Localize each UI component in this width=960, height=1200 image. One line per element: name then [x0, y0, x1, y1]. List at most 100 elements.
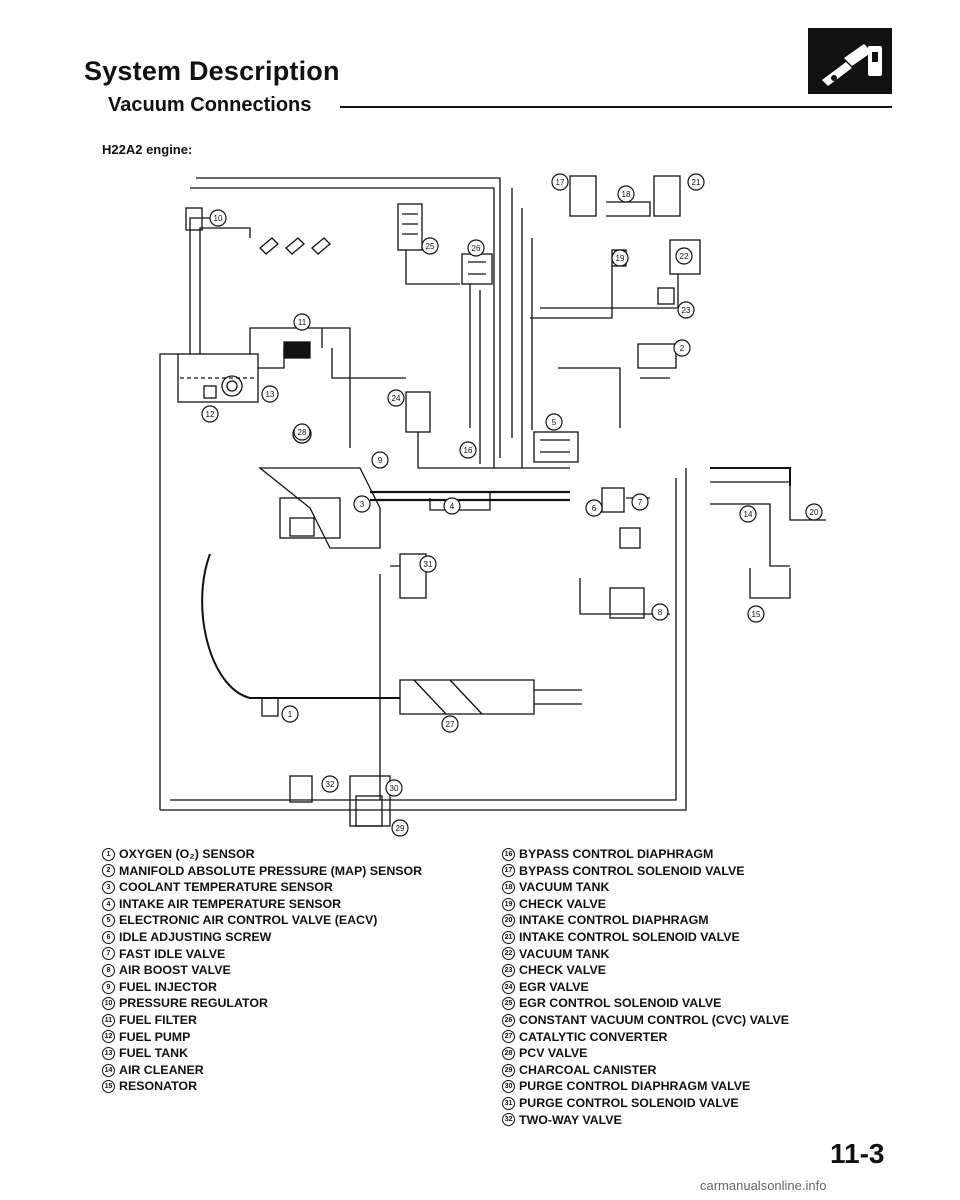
watermark: carmanualsonline.info [700, 1178, 827, 1193]
legend-label: FUEL PUMP [119, 1029, 191, 1044]
callout-7: 7 [631, 493, 649, 511]
legend-label: PURGE CONTROL SOLENOID VALVE [519, 1095, 739, 1110]
callout-10: 10 [209, 209, 227, 227]
legend-label: INTAKE CONTROL SOLENOID VALVE [519, 929, 740, 944]
legend-label: MANIFOLD ABSOLUTE PRESSURE (MAP) SENSOR [119, 863, 423, 878]
callout-4: 4 [443, 497, 461, 515]
legend-number: 22 [502, 947, 515, 961]
callout-number: 15 [752, 610, 761, 619]
legend-number: 32 [502, 1113, 515, 1127]
callout-28: 28 [293, 423, 311, 441]
legend-number: 17 [502, 864, 515, 878]
legend-number: 15 [102, 1080, 115, 1094]
legend-number: 19 [502, 897, 515, 911]
callout-number: 24 [392, 394, 401, 403]
callout-number: 27 [446, 720, 455, 729]
legend-label: VACUUM TANK [519, 880, 610, 895]
legend-item: 8 AIR BOOST VALVE [102, 962, 422, 979]
legend-number: 20 [502, 914, 515, 928]
callout-17: 17 [551, 173, 569, 191]
legend-number: 26 [502, 1013, 515, 1027]
legend-number: 11 [102, 1013, 115, 1027]
legend-label: EGR VALVE [519, 979, 589, 994]
legend-label: CHARCOAL CANISTER [519, 1062, 657, 1077]
legend-label: OXYGEN (O₂) SENSOR [119, 847, 255, 861]
callout-23: 23 [677, 301, 695, 319]
callout-6: 6 [585, 499, 603, 517]
callout-16: 16 [459, 441, 477, 459]
legend-number: 25 [502, 997, 515, 1011]
legend-number: 14 [102, 1063, 115, 1077]
legend-label: FUEL INJECTOR [119, 979, 217, 994]
legend-item: 19 CHECK VALVE [502, 896, 789, 913]
legend-number: 4 [102, 897, 115, 911]
legend-number: 13 [102, 1046, 115, 1060]
legend-item: 24 EGR VALVE [502, 979, 789, 996]
callout-number: 6 [592, 504, 597, 513]
callout-32: 32 [321, 775, 339, 793]
legend-number: 21 [502, 930, 515, 944]
fuel-tank [177, 353, 259, 403]
legend-number: 24 [502, 980, 515, 994]
legend-item: 21 INTAKE CONTROL SOLENOID VALVE [502, 929, 789, 946]
callout-9: 9 [371, 451, 389, 469]
callout-13: 13 [261, 385, 279, 403]
callout-number: 10 [214, 214, 223, 223]
callout-18: 18 [617, 185, 635, 203]
callout-number: 30 [390, 784, 399, 793]
callout-number: 17 [556, 178, 565, 187]
legend-number: 7 [102, 947, 115, 961]
legend-number: 23 [502, 963, 515, 977]
callout-26: 26 [467, 239, 485, 257]
fuel-injector-icon [259, 237, 331, 255]
callout-number: 16 [464, 446, 473, 455]
callout-number: 5 [552, 418, 557, 427]
callout-14: 14 [739, 505, 757, 523]
legend-number: 3 [102, 880, 115, 894]
callout-5: 5 [545, 413, 563, 431]
legend-item: 26 CONSTANT VACUUM CONTROL (CVC) VALVE [502, 1012, 789, 1029]
legend-label: PCV VALVE [519, 1046, 588, 1061]
legend-number: 5 [102, 914, 115, 928]
callout-20: 20 [805, 503, 823, 521]
callout-number: 14 [744, 510, 753, 519]
legend-item: 9 FUEL INJECTOR [102, 979, 422, 996]
legend-label: CATALYTIC CONVERTER [519, 1029, 668, 1044]
callout-number: 11 [298, 318, 307, 327]
callout-number: 29 [396, 824, 405, 833]
legend-label: TWO-WAY VALVE [519, 1112, 622, 1127]
callout-8: 8 [651, 603, 669, 621]
legend-label: COOLANT TEMPERATURE SENSOR [119, 880, 333, 895]
legend-item: 32 TWO-WAY VALVE [502, 1112, 789, 1129]
legend-label: CHECK VALVE [519, 896, 606, 911]
legend-number: 8 [102, 963, 115, 977]
callout-number: 7 [638, 498, 643, 507]
callout-11: 11 [293, 313, 311, 331]
section-subtitle: Vacuum Connections [108, 94, 312, 116]
callout-number: 25 [426, 242, 435, 251]
legend-label: AIR BOOST VALVE [119, 963, 231, 978]
legend-label: CONSTANT VACUUM CONTROL (CVC) VALVE [519, 1012, 790, 1027]
callout-21: 21 [687, 173, 705, 191]
legend-number: 1 [102, 847, 115, 861]
legend-label: PRESSURE REGULATOR [119, 996, 268, 1011]
callout-15: 15 [747, 605, 765, 623]
callout-number: 19 [616, 254, 625, 263]
legend-number: 9 [102, 980, 115, 994]
legend-item: 1 OXYGEN (O₂) SENSOR [102, 846, 422, 863]
legend-number: 6 [102, 930, 115, 944]
callout-number: 32 [326, 780, 335, 789]
legend-label: FUEL FILTER [119, 1012, 198, 1027]
callout-number: 26 [472, 244, 481, 253]
legend-label: PURGE CONTROL DIAPHRAGM VALVE [519, 1079, 751, 1094]
legend-item: 11 FUEL FILTER [102, 1012, 422, 1029]
callout-number: 4 [450, 502, 455, 511]
legend-label: BYPASS CONTROL DIAPHRAGM [519, 847, 714, 861]
callout-25: 25 [421, 237, 439, 255]
